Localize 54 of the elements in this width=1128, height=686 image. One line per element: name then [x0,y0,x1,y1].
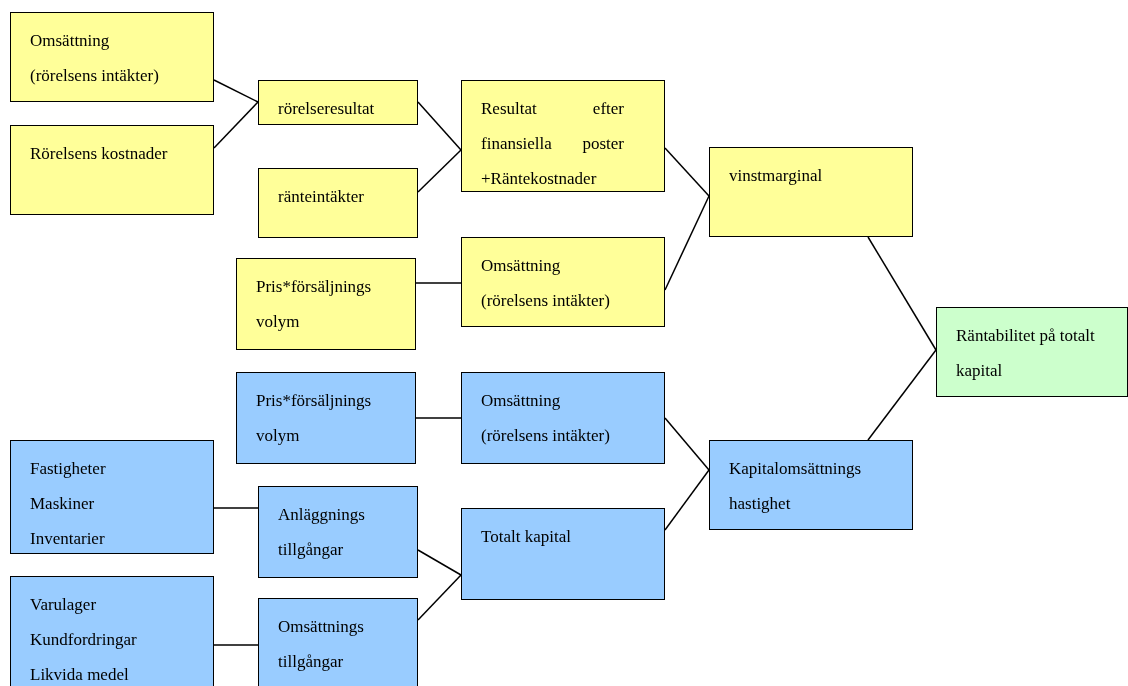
ratio-box [709,147,913,237]
box-label: Varulager [30,594,98,616]
ratio-box [461,80,665,192]
connector-line [213,101,259,149]
connector-line [664,195,710,291]
box-label: Rörelsens kostnader [30,143,169,165]
box-label: Totalt kapital [481,526,572,548]
connector-line [867,236,937,351]
connector-line [417,101,462,151]
ratio-box [236,372,416,464]
box-label: Omsättning (rörelsens intäkter) [30,30,160,87]
connector-line [415,282,462,284]
box-label: Inventarier [30,528,106,550]
box-label: Pris*försäljnings volym [256,276,373,333]
ratio-box [258,80,418,125]
ratio-box [258,486,418,578]
connector-line [664,147,710,197]
box-label: Likvida medel [30,664,130,686]
connector-line [867,349,937,441]
ratio-box [10,12,214,102]
ratio-box [10,125,214,215]
connector-line [213,79,259,103]
connector-line [417,149,462,193]
box-label: Omsättning (rörelsens intäkter) [481,255,611,312]
box-label: Omsättning (rörelsens intäkter) [481,390,611,447]
box-label: ränteintäkter [278,186,365,208]
box-label: Fastigheter [30,458,107,480]
box-label: Kapitalomsättnings hastighet [729,458,863,515]
ratio-box [461,372,665,464]
connector-line [415,417,462,419]
box-label: Räntabilitet på totalt kapital [956,325,1096,382]
box-label: vinstmarginal [729,165,824,187]
ratio-box [10,576,214,686]
box-label: Omsättnings tillgångar [278,616,365,673]
box-label: Pris*försäljnings volym [256,390,373,447]
box-label: Kundfordringar [30,629,138,651]
ratio-box [236,258,416,350]
box-label: Resultat efter finansiella poster +Räntekostnader [481,98,624,190]
ratio-box [10,440,214,554]
box-label: rörelseresultat [278,98,376,120]
connector-line [213,644,259,646]
box-label: Anläggnings tillgångar [278,504,366,561]
ratio-box [461,508,665,600]
ratio-box [461,237,665,327]
ratio-box [258,598,418,686]
ratio-box [709,440,913,530]
connector-line [664,417,710,471]
ratio-box [936,307,1128,397]
connector-line [417,574,462,621]
connector-line [417,549,462,576]
connector-line [213,507,259,509]
ratio-box [258,168,418,238]
box-label: Maskiner [30,493,96,515]
connector-line [664,469,710,531]
